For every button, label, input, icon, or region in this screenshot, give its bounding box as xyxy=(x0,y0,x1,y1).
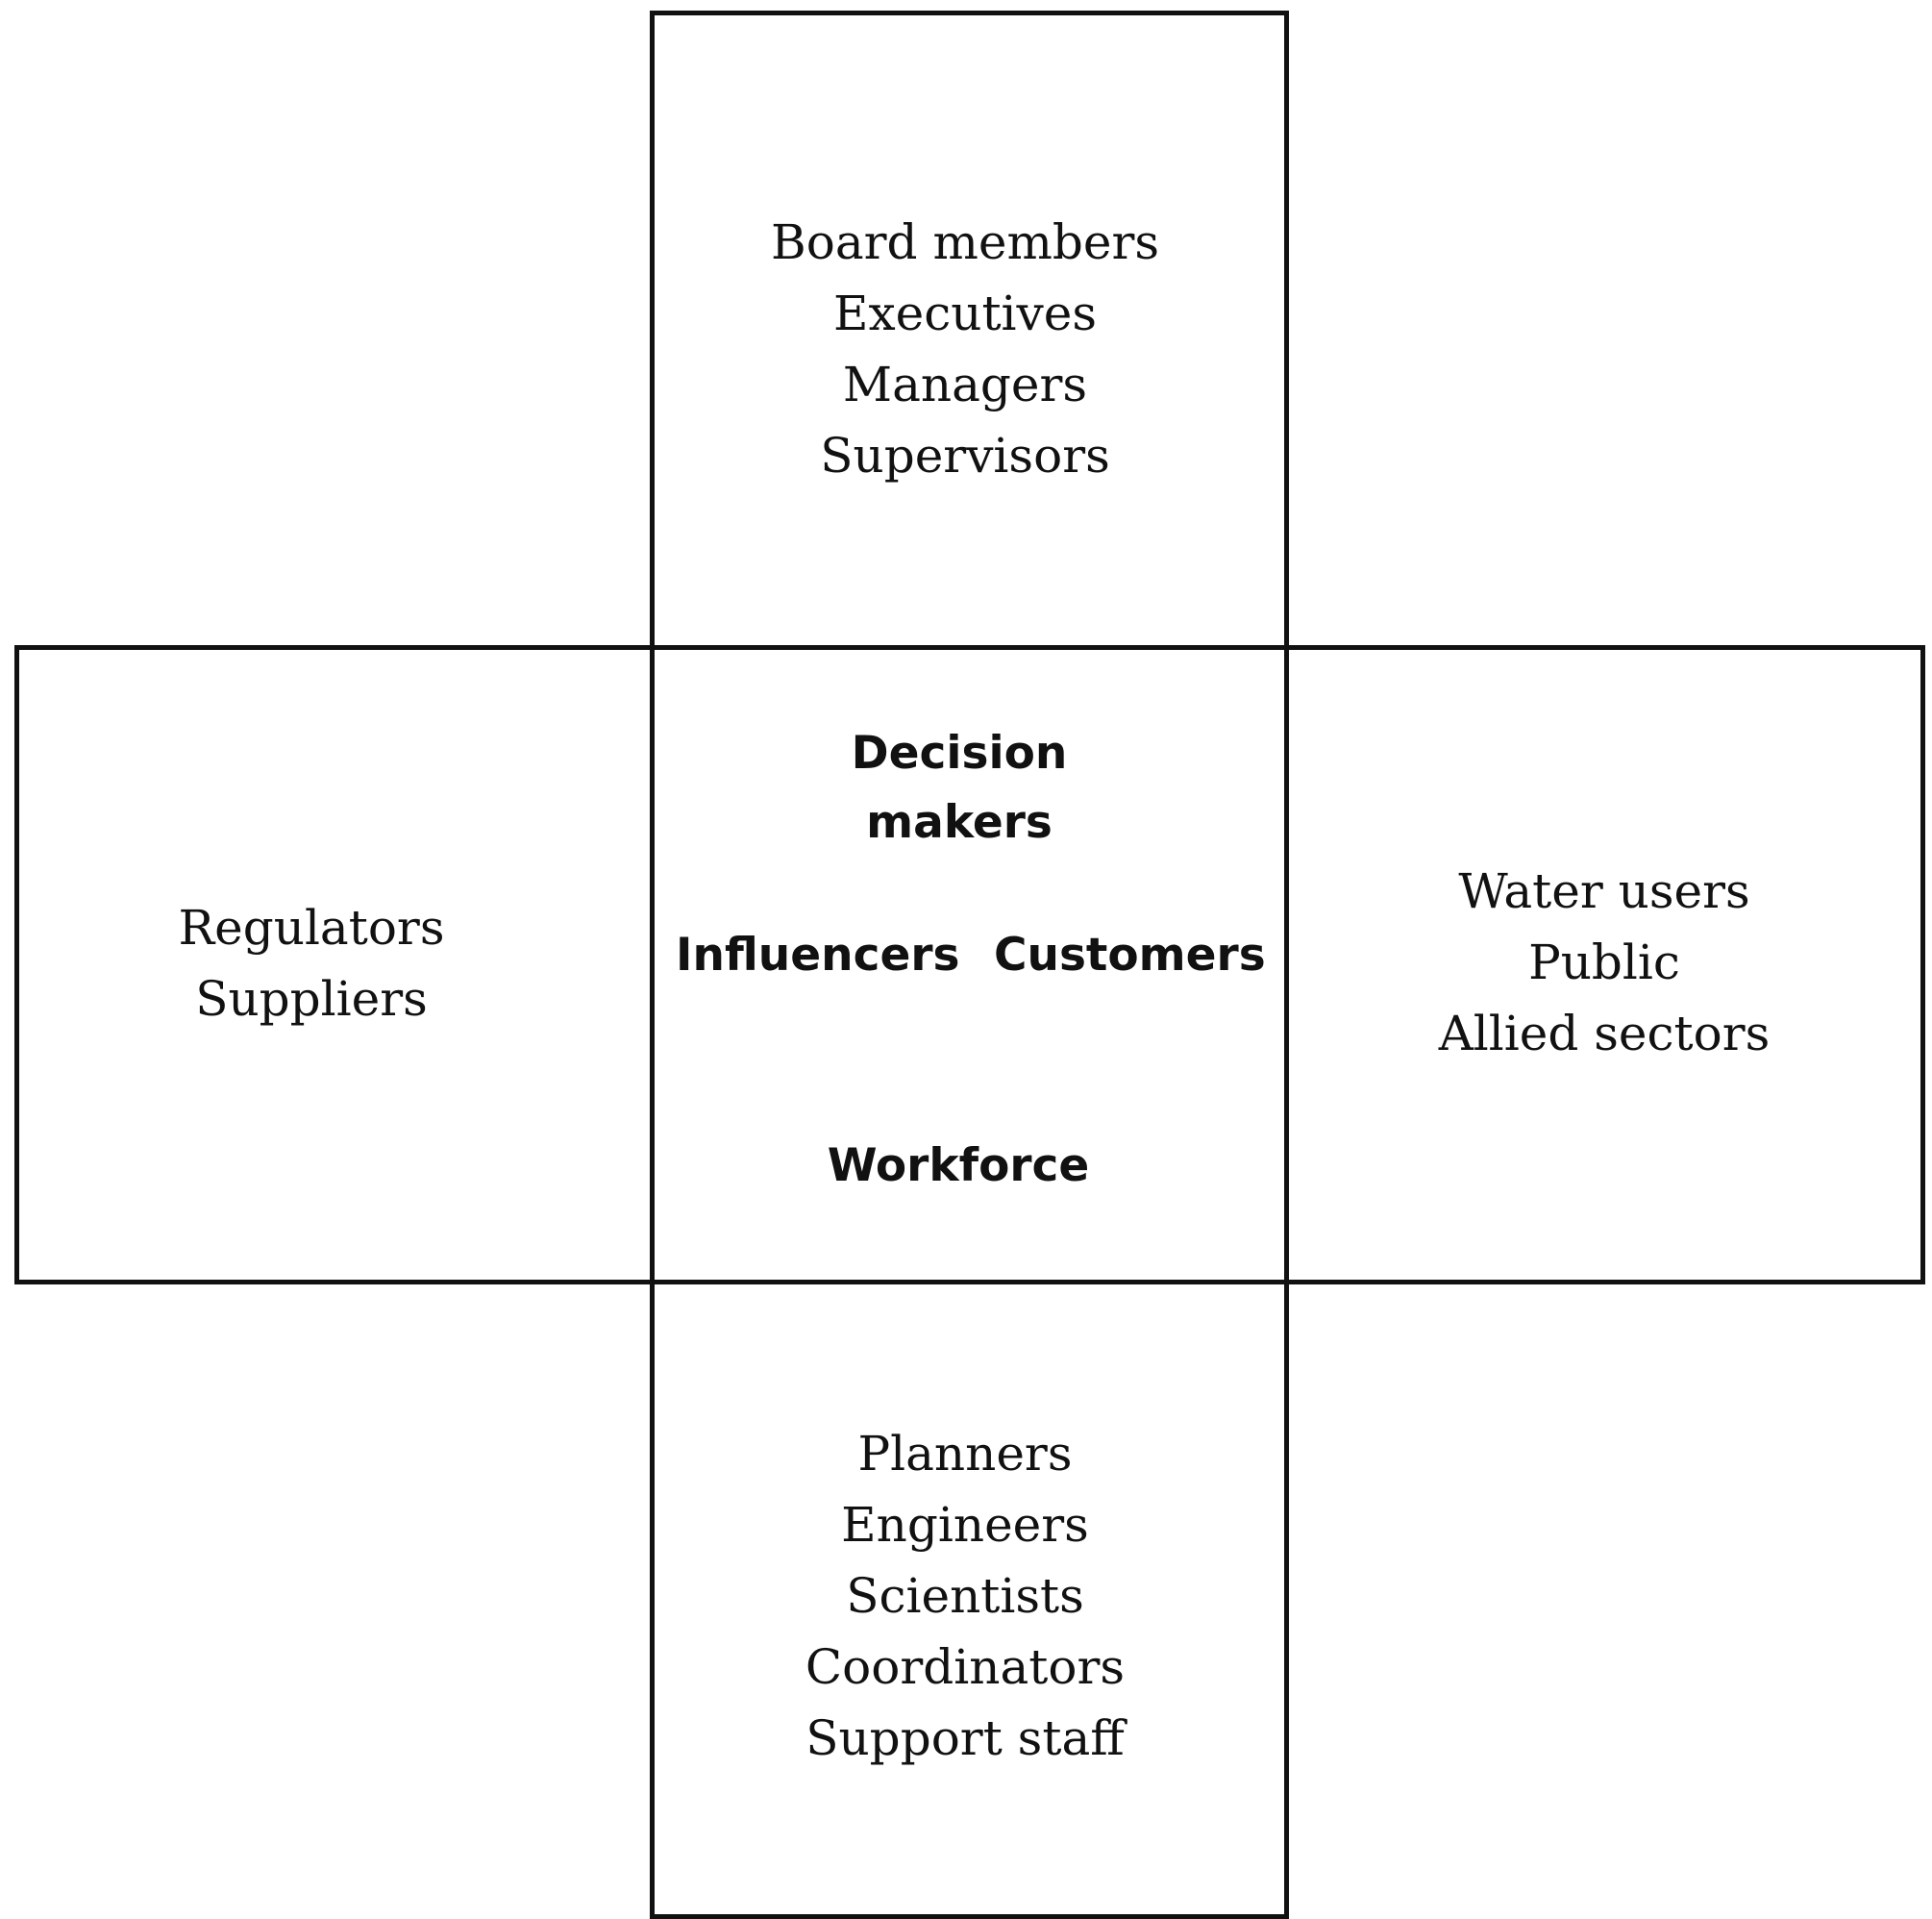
decision-makers-list: Board members Executives Managers Superv… xyxy=(771,207,1159,491)
list-item: Support staff xyxy=(805,1710,1125,1766)
list-item: Executives xyxy=(832,286,1098,341)
list-item: Suppliers xyxy=(195,971,428,1027)
decision-makers-label-line2: makers xyxy=(866,796,1053,849)
list-item: Regulators xyxy=(178,900,445,956)
workforce-list: Planners Engineers Scientists Coordinato… xyxy=(805,1418,1125,1774)
customers-label: Customers xyxy=(994,929,1266,982)
influencers-list: Regulators Suppliers xyxy=(178,892,444,1034)
list-item: Managers xyxy=(842,357,1088,412)
decision-makers-label: Decision makers xyxy=(796,719,1123,858)
influencers-label: Influencers xyxy=(676,929,960,982)
list-item: Scientists xyxy=(846,1568,1084,1624)
list-item: Allied sectors xyxy=(1438,1006,1771,1061)
customers-list: Water users Public Allied sectors xyxy=(1439,856,1771,1069)
workforce-label: Workforce xyxy=(827,1139,1090,1192)
list-item: Supervisors xyxy=(820,428,1110,484)
decision-makers-label-line1: Decision xyxy=(851,727,1068,780)
list-item: Public xyxy=(1528,935,1680,990)
list-item: Water users xyxy=(1458,863,1750,919)
list-item: Planners xyxy=(857,1426,1073,1482)
list-item: Coordinators xyxy=(805,1639,1126,1695)
list-item: Board members xyxy=(770,214,1160,270)
list-item: Engineers xyxy=(841,1497,1089,1553)
center-box xyxy=(650,645,1289,1284)
